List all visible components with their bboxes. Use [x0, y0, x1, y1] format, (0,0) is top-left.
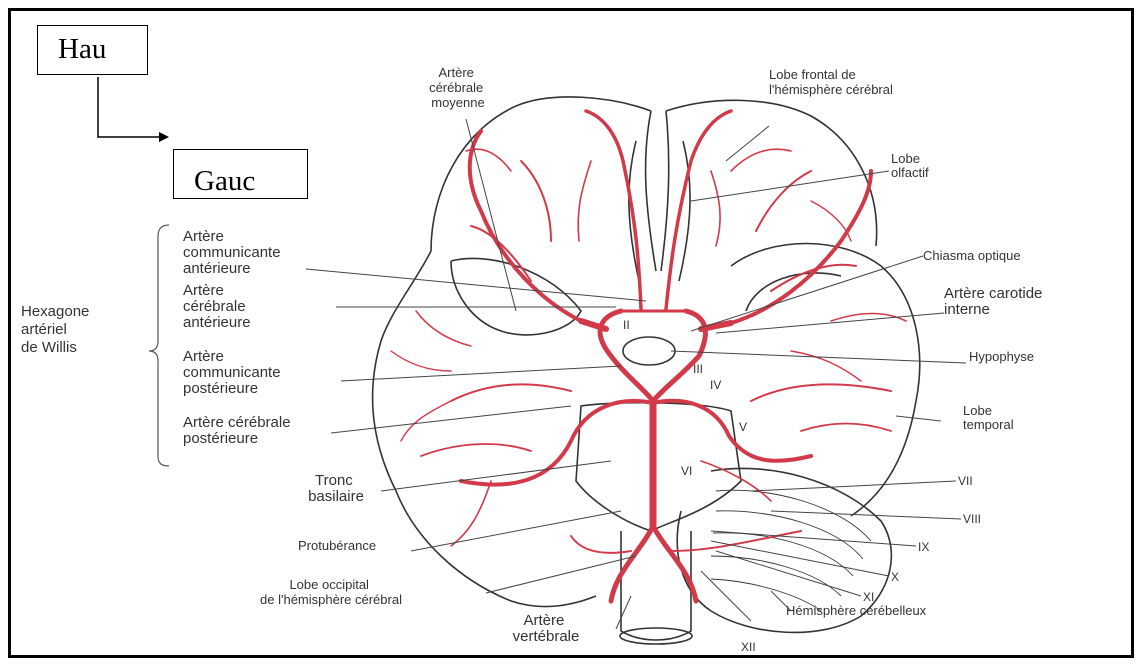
label-line: de l'hémisphère cérébral [260, 592, 402, 607]
label-line: postérieure [183, 380, 258, 397]
label-line: Artère carotide [944, 285, 1042, 302]
label-cerebrale-moyenne: Artère cérébrale moyenne [429, 65, 487, 110]
label-lobe-frontal: Lobe frontal de l'hémisphère cérébral [769, 67, 893, 97]
label-line: postérieure [183, 430, 258, 447]
label-line: Artère [438, 65, 473, 80]
nerve-IX: IX [918, 540, 929, 554]
label-line: Tronc [315, 472, 353, 489]
label-chiasma: Chiasma optique [923, 248, 1021, 263]
group-label-line2: artériel [21, 321, 67, 338]
label-line: olfactif [891, 165, 929, 180]
label-lobe-olfactif: Lobe olfactif [891, 151, 929, 180]
label-communicante-posterieure: Artère communicante postérieure [183, 348, 285, 397]
nerve-III: III [693, 362, 703, 376]
orientation-top-box: Hau [37, 25, 148, 75]
label-line: cérébrale [183, 298, 246, 315]
label-communicante-anterieure: Artère communicante antérieure [183, 228, 285, 277]
nerve-II: II [623, 318, 630, 332]
label-line: Artère [183, 282, 224, 299]
label-line: Lobe [891, 151, 920, 166]
label-line: moyenne [431, 95, 484, 110]
nerve-V: V [739, 420, 747, 434]
label-line: l'hémisphère cérébral [769, 82, 893, 97]
top-labels: Artère cérébrale moyenne Lobe frontal de… [429, 65, 893, 110]
label-line: Artère [523, 612, 564, 629]
label-line: basilaire [308, 488, 364, 505]
label-cerebrale-posterieure: Artère cérébrale postérieure [183, 414, 295, 447]
label-hemisphere-cerebelleux: Hémisphère cérébelleux [786, 603, 927, 618]
orientation-left-box: Gauc [173, 149, 308, 199]
label-tronc-basilaire: Tronc basilaire [308, 472, 364, 505]
label-line: Lobe occipital [289, 577, 369, 592]
brain-base-diagram: Hexagone artériel de Willis Artère commu… [11, 11, 1134, 658]
label-lobe-temporal: Lobe temporal [963, 403, 1014, 432]
label-line: antérieure [183, 314, 251, 331]
label-line: communicante [183, 244, 281, 261]
arteries [391, 111, 906, 601]
nerve-VI: VI [681, 464, 692, 478]
label-line: Artère cérébrale [183, 414, 291, 431]
label-line: Artère [183, 228, 224, 245]
label-cerebrale-anterieure: Artère cérébrale antérieure [183, 282, 251, 331]
label-artere-vertebrale: Artère vertébrale [513, 612, 580, 645]
label-carotide: Artère carotide interne [944, 285, 1047, 318]
group-label: Hexagone artériel de Willis [21, 303, 94, 356]
group-bracket [149, 225, 169, 466]
label-line: cérébrale [429, 80, 483, 95]
nerve-VIII: VIII [963, 512, 981, 526]
label-hypophyse: Hypophyse [969, 349, 1034, 364]
nerve-IV: IV [710, 378, 721, 392]
figure-frame: Hexagone artériel de Willis Artère commu… [8, 8, 1134, 658]
nerve-XI: XI [863, 590, 874, 604]
nerve-XII: XII [741, 640, 756, 654]
orientation-arrow [98, 77, 169, 142]
label-line: Artère [183, 348, 224, 365]
nerve-VII: VII [958, 474, 973, 488]
orientation-top-label: Hau [58, 33, 106, 65]
label-line: interne [944, 301, 990, 318]
nerve-X: X [891, 570, 899, 584]
label-lobe-occipital: Lobe occipital de l'hémisphère cérébral [260, 577, 402, 607]
left-labels: Hexagone artériel de Willis Artère commu… [21, 228, 579, 645]
label-line: temporal [963, 417, 1014, 432]
label-protuberance: Protubérance [298, 538, 376, 553]
group-label-line3: de Willis [21, 339, 77, 356]
group-label-line1: Hexagone [21, 303, 89, 320]
label-line: Lobe frontal de [769, 67, 856, 82]
orientation-left-label: Gauc [194, 165, 255, 197]
label-line: Lobe [963, 403, 992, 418]
label-line: antérieure [183, 260, 251, 277]
label-line: communicante [183, 364, 281, 381]
label-line: vertébrale [513, 628, 580, 645]
